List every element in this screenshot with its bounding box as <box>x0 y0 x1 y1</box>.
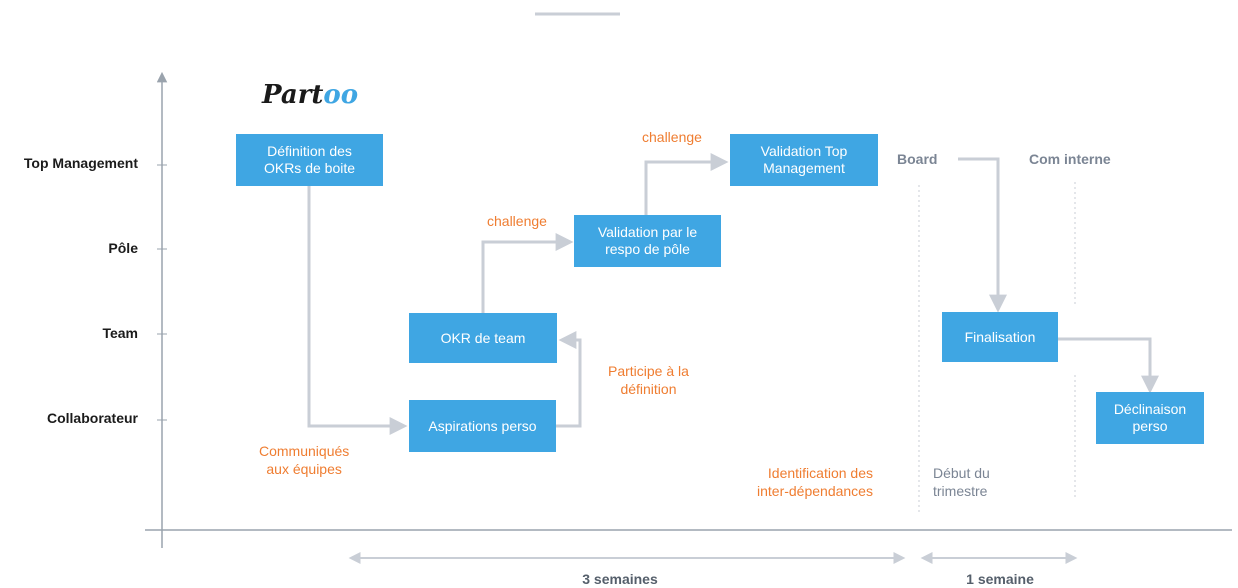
box-validation-pole: Validation par le respo de pôle <box>574 215 721 267</box>
box-validation-top-management: Validation Top Management <box>730 134 878 186</box>
note-challenge-pole: challenge <box>487 213 547 229</box>
note-participe: Participe à la définition <box>608 363 689 397</box>
note-communiques: Communiqués aux équipes <box>259 443 350 477</box>
duration-one-week: 1 semaine <box>966 571 1034 587</box>
note-challenge-top: challenge <box>642 129 702 145</box>
level-top-management: Top Management <box>23 155 138 171</box>
level-collaborateur: Collaborateur <box>46 410 138 426</box>
box-definition-okrs: Définition des OKRs de boite <box>236 134 383 186</box>
connector-board-to-finalisation <box>958 157 1007 313</box>
label-com-interne: Com interne <box>1029 151 1111 167</box>
level-pole: Pôle <box>108 240 138 256</box>
connector-validation-pole-to-top <box>644 153 729 215</box>
box-okr-team: OKR de team <box>409 313 557 363</box>
box-aspirations-perso: Aspirations perso <box>409 400 556 452</box>
box-finalisation: Finalisation <box>942 312 1058 362</box>
note-identification: Identification des inter-dépendances <box>757 465 873 499</box>
partoo-logo: Partoo <box>262 80 359 110</box>
duration-three-weeks: 3 semaines <box>582 571 658 587</box>
connector-aspirations-to-okr-team <box>556 331 582 428</box>
connector-finalisation-to-declinaison <box>1058 337 1159 394</box>
label-debut-trimestre: Début du trimestre <box>933 465 990 499</box>
box-declinaison-perso: Déclinaison perso <box>1096 392 1204 444</box>
connector-okr-team-to-validation-pole <box>481 233 574 313</box>
label-board: Board <box>897 151 938 167</box>
connector-definition-to-aspirations <box>307 186 408 435</box>
level-team: Team <box>102 325 138 341</box>
